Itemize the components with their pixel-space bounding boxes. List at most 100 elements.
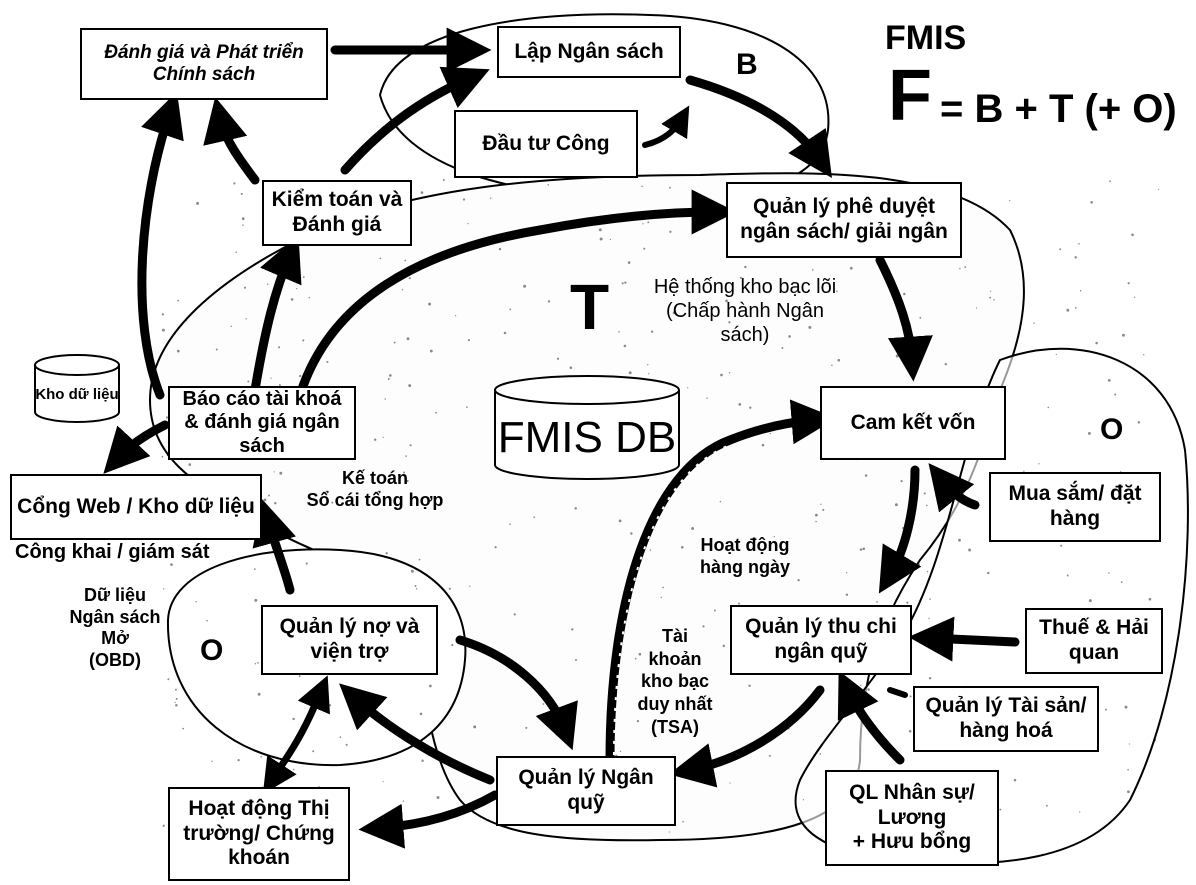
stipple-dot bbox=[1121, 333, 1125, 337]
stipple-dot bbox=[917, 563, 920, 566]
stipple-dot bbox=[1105, 708, 1107, 711]
box-hr: QL Nhân sự/ Lương + Hưu bổng bbox=[825, 770, 999, 866]
stipple-dot bbox=[1079, 811, 1081, 813]
stipple-dot bbox=[599, 237, 603, 241]
stipple-dot bbox=[215, 348, 218, 351]
stipple-dot bbox=[402, 800, 405, 802]
stipple-dot bbox=[641, 185, 643, 187]
stipple-dot bbox=[555, 734, 558, 736]
stipple-dot bbox=[296, 288, 298, 290]
stipple-dot bbox=[837, 358, 841, 362]
stipple-dot bbox=[196, 201, 200, 205]
stipple-dot bbox=[964, 266, 967, 268]
stipple-dot bbox=[831, 364, 833, 367]
stipple-dot bbox=[919, 316, 922, 319]
stipple-dot bbox=[860, 684, 862, 687]
arrow-reporting-to-approval bbox=[295, 189, 737, 400]
region-b-letter: B bbox=[736, 48, 758, 81]
stipple-dot bbox=[237, 758, 240, 762]
stipple-dot bbox=[466, 406, 468, 408]
stipple-dot bbox=[773, 535, 775, 538]
stipple-dot bbox=[1157, 188, 1160, 191]
arrow-cash-to-treasury bbox=[668, 685, 825, 788]
core-treasury-label: Hệ thống kho bạc lõi (Chấp hành Ngân sác… bbox=[653, 276, 837, 346]
stipple-dot bbox=[379, 257, 382, 260]
stipple-dot bbox=[326, 360, 329, 363]
stipple-dot bbox=[989, 290, 992, 292]
stipple-dot bbox=[749, 406, 752, 409]
box-treasury: Quản lý Ngân quỹ bbox=[496, 756, 676, 826]
stipple-dot bbox=[975, 307, 978, 309]
stipple-dot bbox=[235, 251, 237, 254]
arrow-tax-to-cash bbox=[908, 616, 1020, 662]
stipple-dot bbox=[761, 443, 765, 447]
stipple-dot bbox=[345, 743, 348, 746]
stipple-dot bbox=[722, 644, 726, 648]
stipple-dot bbox=[278, 384, 281, 386]
stipple-dot bbox=[968, 548, 972, 552]
stipple-dot bbox=[175, 704, 178, 707]
stipple-dot bbox=[1088, 599, 1092, 603]
stipple-dot bbox=[725, 299, 728, 303]
stipple-dot bbox=[242, 224, 244, 226]
stipple-dot bbox=[384, 398, 386, 400]
stipple-dot bbox=[161, 455, 164, 458]
stipple-dot bbox=[428, 302, 432, 306]
box-commitment: Cam kết vốn bbox=[820, 386, 1006, 460]
stipple-dot bbox=[668, 186, 671, 189]
stipple-dot bbox=[408, 384, 412, 388]
stipple-dot bbox=[312, 750, 315, 753]
stipple-dot bbox=[406, 479, 409, 483]
stipple-dot bbox=[660, 596, 663, 599]
stipple-dot bbox=[299, 374, 302, 378]
stipple-dot bbox=[298, 675, 301, 678]
stipple-dot bbox=[513, 613, 516, 616]
arrow-reporting-to-policy bbox=[137, 91, 184, 400]
small-database-label: Kho dữ liệu bbox=[35, 386, 119, 403]
stipple-dot bbox=[634, 657, 637, 660]
stipple-dot bbox=[739, 276, 742, 279]
stipple-dot bbox=[1127, 282, 1130, 285]
stipple-dot bbox=[647, 221, 650, 224]
stipple-dot bbox=[542, 703, 545, 705]
stipple-dot bbox=[1148, 597, 1152, 601]
region-t-letter: T bbox=[570, 271, 610, 343]
stipple-dot bbox=[404, 259, 407, 262]
stipple-dot bbox=[647, 363, 649, 366]
stipple-dot bbox=[643, 247, 646, 250]
stipple-dot bbox=[382, 436, 384, 439]
stipple-dot bbox=[525, 726, 528, 729]
stipple-dot bbox=[339, 736, 342, 738]
stipple-dot bbox=[627, 261, 631, 264]
stipple-dot bbox=[290, 298, 294, 301]
stipple-dot bbox=[1009, 199, 1011, 202]
accounting-label: Kế toán Sổ cái tổng hợp bbox=[306, 468, 444, 510]
stipple-dot bbox=[1114, 393, 1117, 396]
stipple-dot bbox=[1074, 307, 1077, 309]
stipple-dot bbox=[959, 267, 961, 270]
fmis-acronym: FMIS bbox=[885, 19, 967, 57]
stipple-dot bbox=[163, 588, 165, 590]
stipple-dot bbox=[687, 387, 689, 389]
stipple-dot bbox=[1087, 431, 1091, 435]
stipple-dot bbox=[167, 678, 170, 681]
stipple-dot bbox=[436, 796, 440, 799]
stipple-dot bbox=[618, 519, 622, 523]
fmis-formula: = B + T (+ O) bbox=[940, 87, 1177, 131]
stipple-dot bbox=[768, 754, 771, 757]
arrow-treasury-to-debt bbox=[339, 683, 495, 785]
stipple-dot bbox=[175, 697, 178, 700]
stipple-dot bbox=[649, 549, 652, 551]
stipple-dot bbox=[1023, 470, 1025, 472]
stipple-dot bbox=[859, 548, 863, 551]
stipple-dot bbox=[928, 617, 930, 620]
public-monitoring-label: Công khai / giám sát bbox=[15, 541, 210, 563]
arrow-debt-market-bidirectional bbox=[262, 675, 330, 795]
stipple-dot bbox=[815, 520, 817, 523]
stipple-dot bbox=[547, 300, 551, 303]
stipple-dot bbox=[469, 585, 471, 587]
stipple-dot bbox=[211, 760, 213, 763]
stipple-dot bbox=[989, 296, 992, 299]
stipple-dot bbox=[836, 290, 838, 293]
stipple-dot bbox=[808, 325, 812, 329]
